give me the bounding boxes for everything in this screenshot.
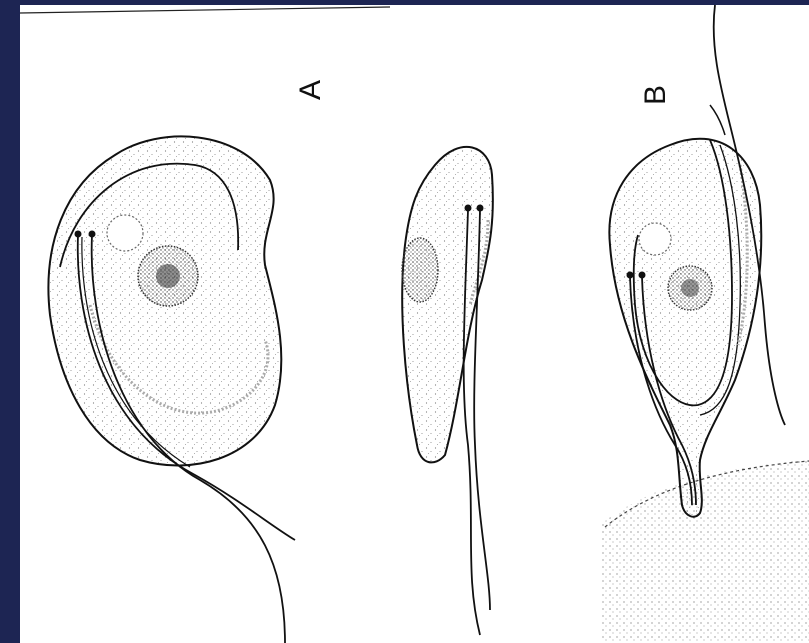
cell-a-nucleolus [156,264,180,288]
host-surface [600,460,809,643]
cell-b-vacuole [639,223,671,255]
illustration-sheet: A [20,5,809,643]
cell-a-basal-body-1 [75,231,82,238]
cell-b-basal-body-2 [639,272,646,279]
cell-middle-nucleus [402,238,438,302]
cell-b-basal-body-1 [627,272,634,279]
page-edge-line [20,7,390,13]
cell-middle-basal-body-2 [477,205,484,212]
cell-middle-body [402,147,493,463]
cell-b: B [600,5,809,643]
cell-a: A [48,80,327,643]
cell-a-vacuole [107,215,143,251]
cell-illustration: A [20,5,809,643]
panel-label-a: A [294,80,327,100]
cell-a-basal-body-2 [89,231,96,238]
panel-label-b: B [639,85,672,105]
cell-middle-basal-body-1 [465,205,472,212]
cell-middle [402,147,493,635]
